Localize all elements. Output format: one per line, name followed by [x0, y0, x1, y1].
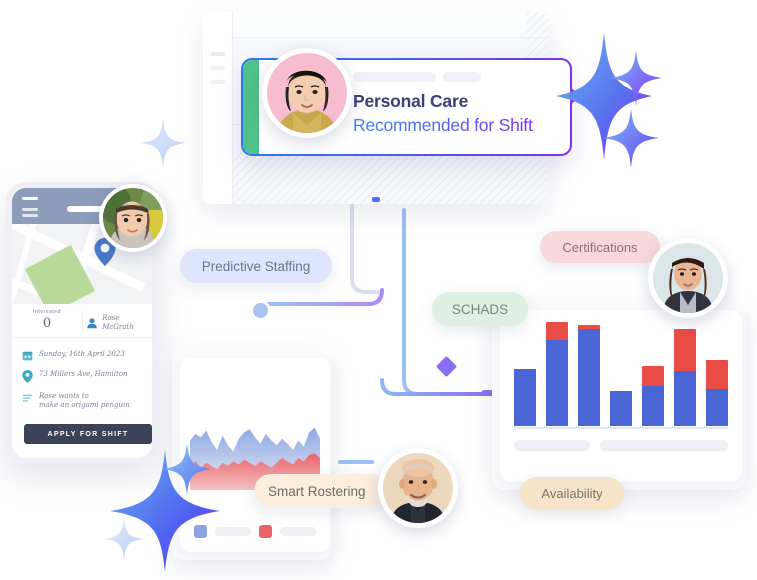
bar-column: [546, 322, 568, 426]
card-accent-bar: [243, 60, 259, 154]
bar-segment-rostered: [546, 339, 568, 426]
footer-placeholder: [514, 440, 590, 451]
chart-axis-line: [514, 427, 728, 429]
legend-swatch-coverage: [259, 525, 272, 538]
detail-notes: Rose wants to make an origami penguin: [39, 392, 130, 409]
sidebar-placeholder-row: [211, 52, 225, 56]
recommendation-title: Personal Care: [353, 91, 469, 111]
assigned-user: Rose McGrath: [86, 314, 134, 331]
bar-segment-unfilled: [578, 325, 600, 330]
chart-legend: [194, 525, 316, 538]
header-title-placeholder: [67, 206, 122, 212]
window-topbar: [233, 12, 548, 38]
hatched-region: [233, 152, 548, 204]
smart-rostering-card[interactable]: [180, 358, 330, 552]
window-sidebar: [203, 12, 233, 204]
sidebar-placeholder-row: [211, 66, 225, 70]
connector-node-dot: [253, 303, 268, 318]
legend-label-placeholder: [280, 527, 316, 536]
interested-label: Interested: [33, 309, 61, 315]
recommendation-subtitle: Recommended for Shift: [353, 113, 533, 138]
recommendation-text: Personal Care Recommended for Shift: [353, 90, 533, 138]
detail-date: Sunday, 16th April 2023: [39, 350, 125, 358]
availability-bar-chart: [514, 322, 728, 426]
sparkle-icon: [140, 118, 186, 168]
map-pin-icon[interactable]: [94, 238, 116, 271]
avatar: [648, 238, 728, 318]
bar-segment-unfilled: [674, 329, 696, 371]
bar-segment-rostered: [674, 370, 696, 426]
bar-segment-rostered: [514, 368, 536, 426]
bar-segment-rostered: [642, 386, 664, 426]
notes-icon: [22, 394, 33, 402]
phone-screen: Interested 0 Rose McGrath: [12, 188, 152, 458]
detail-row-notes: Rose wants to make an origami penguin: [22, 392, 152, 410]
bar-segment-unfilled: [642, 365, 664, 387]
bar-segment-rostered: [610, 390, 632, 426]
legend-swatch-demand: [194, 525, 207, 538]
pill-predictive-staffing[interactable]: Predictive Staffing: [180, 249, 332, 283]
bar-segment-rostered: [706, 388, 728, 426]
recommendation-arrow-icon: [570, 87, 581, 105]
location-pin-icon: [22, 370, 33, 383]
bar-segment-unfilled: [706, 360, 728, 389]
bar-segment-rostered: [578, 329, 600, 426]
bar-column: [610, 322, 632, 426]
stats-divider: [82, 310, 83, 332]
phone-stats-row: Interested 0 Rose McGrath: [12, 304, 152, 338]
user-icon: [87, 317, 97, 328]
detail-row-date: Sunday, 16th April 2023: [22, 350, 152, 361]
card-placeholder-bar: [353, 72, 436, 82]
older-man-avatar: [383, 453, 453, 523]
apply-for-shift-button[interactable]: APPLY FOR SHIFT: [24, 424, 152, 444]
pill-certifications[interactable]: Certifications: [540, 231, 660, 263]
avatar: [378, 448, 458, 528]
bar-column: [514, 322, 536, 426]
assigned-user-name: Rose McGrath: [102, 314, 134, 331]
pill-availability[interactable]: Availability: [520, 477, 624, 509]
detail-row-location: 73 Millers Ave, Hamilton: [22, 370, 152, 383]
detail-location: 73 Millers Ave, Hamilton: [39, 370, 128, 378]
hamburger-icon[interactable]: [22, 208, 38, 211]
card-placeholder-bar: [443, 72, 481, 82]
legend-label-placeholder: [215, 527, 251, 536]
child-portrait-avatar: [103, 188, 163, 248]
header-placeholder-line: [22, 197, 38, 200]
sparkle-icon: [610, 50, 662, 106]
sparkle-icon: [104, 517, 144, 561]
pill-smart-rostering[interactable]: Smart Rostering: [254, 474, 388, 508]
bar-column: [706, 322, 728, 426]
calendar-icon: [22, 351, 33, 361]
bar-column: [578, 322, 600, 426]
window-scroll-indicator[interactable]: [371, 197, 380, 202]
chart-footer-placeholders: [514, 440, 728, 451]
hamburger-icon-line: [22, 214, 38, 217]
hatched-region: [526, 12, 548, 62]
woman-portrait-avatar: [267, 53, 347, 133]
bar-column: [674, 322, 696, 426]
sidebar-placeholder-row: [211, 80, 225, 84]
pill-schads[interactable]: SCHADS: [432, 292, 528, 326]
footer-placeholder: [600, 440, 728, 451]
sparkle-icon: [603, 108, 659, 168]
avatar: [262, 48, 352, 138]
interested-value: 0: [42, 316, 52, 331]
connector-node-diamond: [435, 355, 458, 378]
bar-segment-unfilled: [546, 322, 568, 340]
avatar: [99, 184, 167, 252]
bar-column: [642, 322, 664, 426]
shift-details: Sunday, 16th April 2023 73 Millers Ave, …: [22, 350, 152, 419]
woman-professional-avatar: [653, 243, 723, 313]
